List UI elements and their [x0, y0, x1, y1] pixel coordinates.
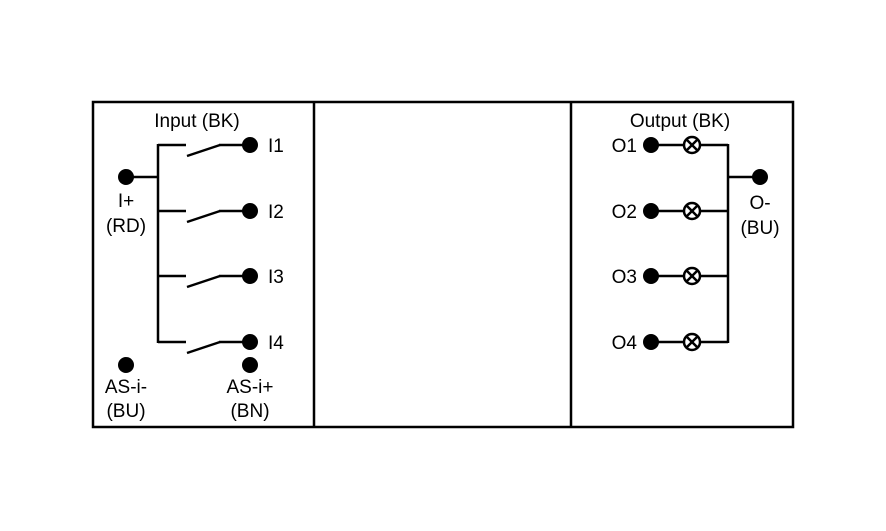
input-terminal: [242, 137, 258, 153]
output-label: O2: [612, 202, 637, 223]
input-label: I2: [268, 202, 284, 223]
o-minus-terminal: [752, 169, 768, 185]
switch-contact-icon: [186, 143, 221, 158]
as-i-plus-label: AS-i+: [227, 377, 274, 398]
o-minus-color: (BU): [740, 218, 779, 239]
output-channel: O3: [612, 266, 728, 288]
module-outline: [91, 100, 795, 429]
switch-contact-icon: [186, 274, 221, 289]
as-i-plus-terminal: [242, 357, 258, 373]
input-label: I1: [268, 136, 284, 157]
output-channel: O2: [612, 201, 728, 223]
input-channel: I4: [158, 333, 284, 355]
switch-contact-icon: [186, 209, 221, 224]
i-plus-label: I+: [118, 191, 134, 212]
input-terminal: [242, 203, 258, 219]
output-channel: O1: [612, 135, 728, 157]
input-terminal: [242, 334, 258, 350]
input-label: I3: [268, 267, 284, 288]
switch-contact-icon: [186, 340, 221, 355]
i-plus-color: (RD): [106, 216, 146, 237]
output-label: O3: [612, 267, 637, 288]
as-i-minus-label: AS-i-: [105, 377, 147, 398]
input-channel: I2: [158, 202, 284, 224]
output-channel: O4: [612, 332, 728, 354]
as-i-minus-terminal: [118, 357, 134, 373]
lamp-icon: [682, 332, 702, 352]
lamp-icon: [682, 266, 702, 286]
input-terminal: [242, 268, 258, 284]
output-label: O1: [612, 136, 637, 157]
o-minus-label: O-: [749, 193, 770, 214]
lamp-icon: [682, 135, 702, 155]
input-label: I4: [268, 333, 284, 354]
input-channel: I1: [158, 136, 284, 158]
lamp-icon: [682, 201, 702, 221]
input-channel: I3: [158, 267, 284, 289]
as-i-minus-color: (BU): [106, 401, 145, 422]
as-i-plus-color: (BN): [230, 401, 269, 422]
output-label: O4: [612, 333, 638, 354]
output-title: Output (BK): [630, 111, 730, 132]
input-title: Input (BK): [154, 111, 240, 132]
